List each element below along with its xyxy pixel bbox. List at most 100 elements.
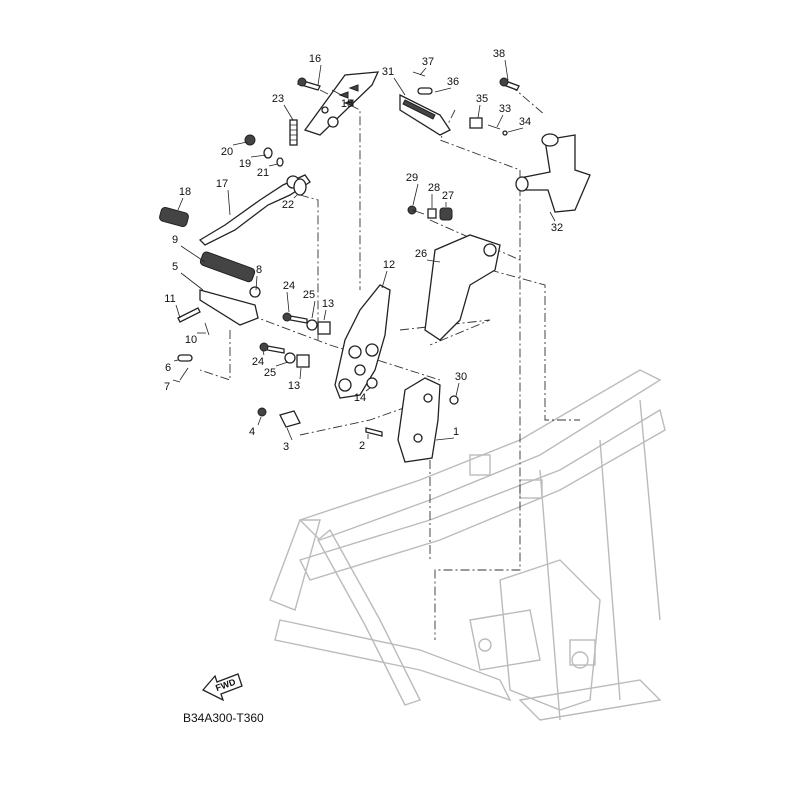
callout-number: 3 [283,441,289,453]
leader-line [311,300,316,319]
assembly-lines [199,84,580,640]
callout-36: 36 [434,76,459,93]
callout-number: 4 [249,426,255,438]
leader-line [173,359,179,362]
callout-29: 29 [406,172,419,206]
callout-number: 12 [383,259,395,271]
callout-22: 22 [282,194,298,211]
leader-line [227,189,231,216]
callout-number: 37 [422,56,434,68]
leader-line [317,64,322,86]
callout-number: 6 [165,362,171,374]
callout-number: 32 [551,222,563,234]
callout-number: 36 [447,76,459,88]
callout-number: 2 [359,440,365,452]
callout-2: 2 [359,434,369,452]
callout-25: 25 [264,361,289,379]
leader-line [293,194,298,199]
callout-24: 24 [252,350,265,368]
leader-line [477,104,481,119]
leader-line [393,77,406,96]
callout-10: 10 [185,332,206,346]
callout-35: 35 [476,93,488,119]
leader-line [283,104,294,121]
leader-line [419,67,427,76]
callout-25: 25 [303,289,316,319]
callout-37: 37 [419,56,434,76]
callout-7: 7 [164,379,181,393]
fwd-arrow-icon: FWD [201,673,243,702]
parts [159,71,591,463]
callout-5: 5 [172,261,204,291]
shift-lever [198,174,311,246]
callout-19: 19 [239,154,267,170]
motorcycle-frame [269,369,666,721]
callout-13: 13 [322,298,334,321]
leader-line [496,114,504,128]
callout-21: 21 [257,163,279,179]
leader-line [286,427,293,441]
rear-footrest-bracket [519,134,591,213]
callout-9: 9 [172,234,206,263]
leader-line [177,197,184,211]
callout-number: 38 [493,48,505,60]
callout-number: 20 [221,146,233,158]
callout-number: 8 [256,264,262,276]
leader-line [250,154,267,158]
leader-line [172,379,181,383]
rear-bracket [424,234,501,341]
callout-34: 34 [507,116,531,133]
leader-line [504,59,509,81]
callout-12: 12 [381,259,395,289]
leader-line [268,163,279,167]
callout-20: 20 [221,141,248,158]
callout-38: 38 [493,48,509,81]
callout-number: 23 [272,93,284,105]
heel-guard [303,71,380,136]
callout-28: 28 [428,182,440,208]
step-bracket [334,284,391,399]
callout-number: 21 [257,167,269,179]
leader-line [275,361,289,367]
callout-layer: 1615233137363835333420192117182229282732… [164,48,563,453]
callout-number: 24 [252,356,264,368]
leader-line [323,309,327,321]
callout-number: 5 [172,261,178,273]
callout-number: 13 [288,380,300,392]
callout-number: 10 [185,334,197,346]
callout-number: 17 [216,178,228,190]
callout-17: 17 [216,178,231,216]
callout-14: 14 [354,387,371,404]
callout-1: 1 [435,426,459,441]
leader-line [232,141,248,146]
leader-line [381,270,388,289]
leader-line [180,272,204,291]
leader-line [426,259,441,263]
callout-31: 31 [382,66,406,96]
callout-number: 11 [164,293,175,305]
callout-number: 15 [341,98,353,110]
callout-33: 33 [496,103,511,128]
leader-line [257,416,262,426]
callout-30: 30 [455,371,467,397]
leader-line [507,127,524,133]
callout-number: 30 [455,371,467,383]
callout-number: 14 [354,392,366,404]
callout-number: 22 [282,199,294,211]
callout-number: 26 [415,248,427,260]
leader-line [175,304,181,319]
leader-line [434,87,452,93]
callout-23: 23 [272,93,294,121]
callout-number: 27 [442,190,454,202]
callout-3: 3 [283,427,293,453]
callout-4: 4 [249,416,262,438]
callout-13: 13 [288,367,302,392]
leader-line [331,89,346,98]
callout-26: 26 [415,248,441,263]
callout-18: 18 [177,186,191,211]
callout-number: 13 [322,298,334,310]
callout-number: 33 [499,103,511,115]
mounting-plate [397,377,441,463]
